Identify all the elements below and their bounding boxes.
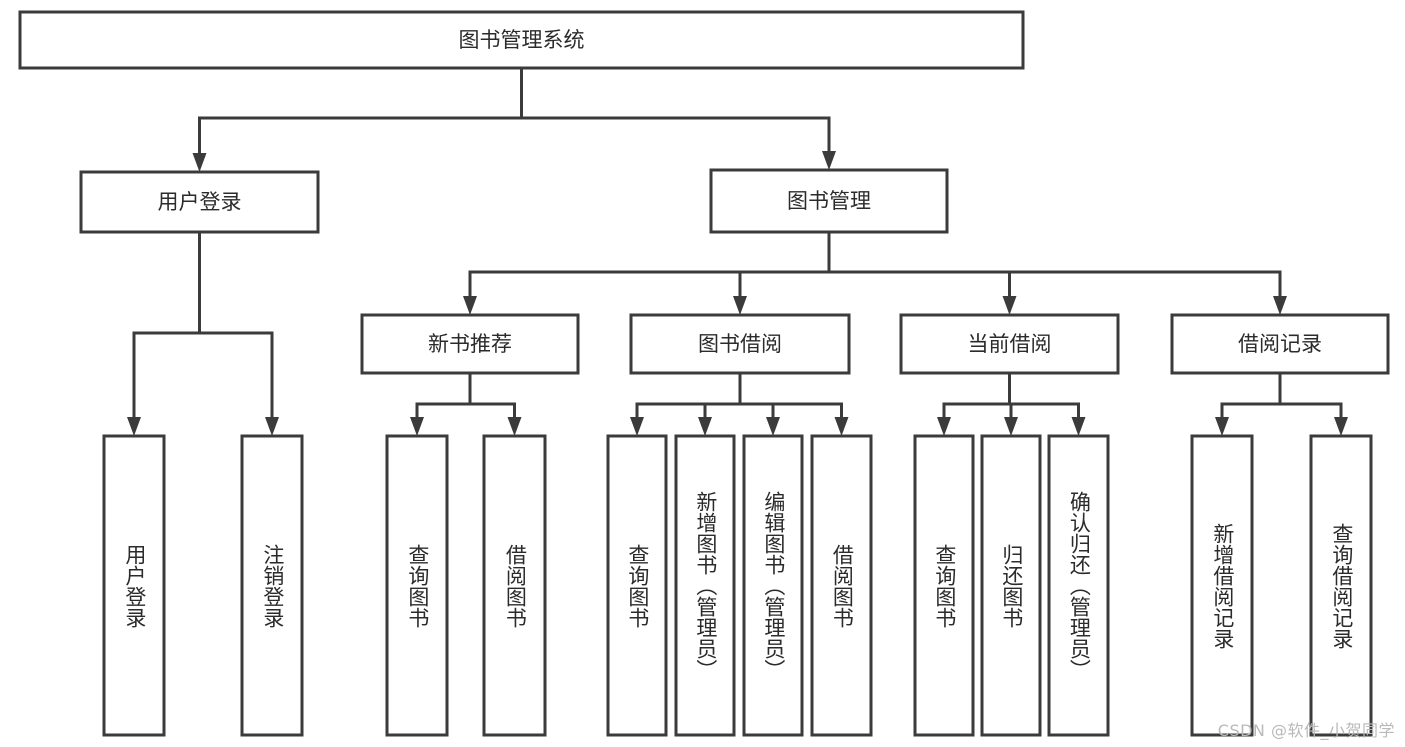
arrow-to-current-borrow [1002,296,1017,315]
arrow-to-leaf-return-book [1004,417,1018,436]
arrow-to-leaf-query-book-3 [937,417,951,436]
arrow-to-leaf-user-logout [265,417,279,436]
leaf-borrow-book-1-box[interactable] [482,434,547,737]
leaf-return-book-box[interactable] [980,434,1042,737]
arrow-to-leaf-confirm-return [1071,417,1086,436]
leaf-user-login-box[interactable] [102,434,166,737]
user-login-box[interactable] [79,170,320,234]
leaf-query-record-box[interactable] [1309,434,1373,737]
new-book-recommend-label: 新书推荐 [428,332,512,356]
leaf-confirm-return-box[interactable] [1047,434,1110,737]
arrow-to-leaf-borrow-book-2 [834,417,849,436]
arrow-to-leaf-add-book [698,417,712,436]
leaf-query-book-2-box[interactable] [606,434,668,737]
arrow-to-leaf-query-record [1334,417,1348,436]
arrow-to-leaf-query-book-2 [630,417,644,436]
arrow-to-new-book-recommend [463,296,477,315]
csdn-watermark: CSDN @软件_小贺同学 [1217,721,1395,740]
arrow-to-leaf-user-login [127,417,141,436]
arrow-to-leaf-query-book-1 [410,417,424,436]
arrow-to-leaf-add-record [1215,417,1229,436]
borrow-record-box[interactable] [1170,313,1390,375]
arrow-to-book-borrow [733,296,747,315]
arrow-to-borrow-record [1273,296,1287,315]
user-login-label: 用户登录 [158,190,242,214]
root-node-label: 图书管理系统 [459,28,585,52]
leaf-user-logout-box[interactable] [240,434,304,737]
book-manage-label: 图书管理 [787,189,871,213]
root-node-box[interactable] [18,10,1025,70]
arrow-to-book-manage [822,151,836,170]
leaf-query-book-3-box[interactable] [913,434,975,737]
arrow-to-leaf-borrow-book-1 [507,417,522,436]
book-manage-box[interactable] [709,168,949,234]
leaf-add-book-box[interactable] [674,434,736,737]
current-borrow-label: 当前借阅 [968,332,1052,356]
leaf-borrow-book-2-box[interactable] [810,434,873,737]
leaf-query-book-1-box[interactable] [385,434,449,737]
borrow-record-label: 借阅记录 [1238,332,1322,356]
arrow-to-user-login [192,153,207,172]
book-borrow-label: 图书借阅 [698,332,782,356]
arrow-to-leaf-edit-book [766,417,780,436]
new-book-recommend-box[interactable] [360,313,580,375]
leaf-edit-book-box[interactable] [742,434,804,737]
leaf-add-record-box[interactable] [1190,434,1254,737]
